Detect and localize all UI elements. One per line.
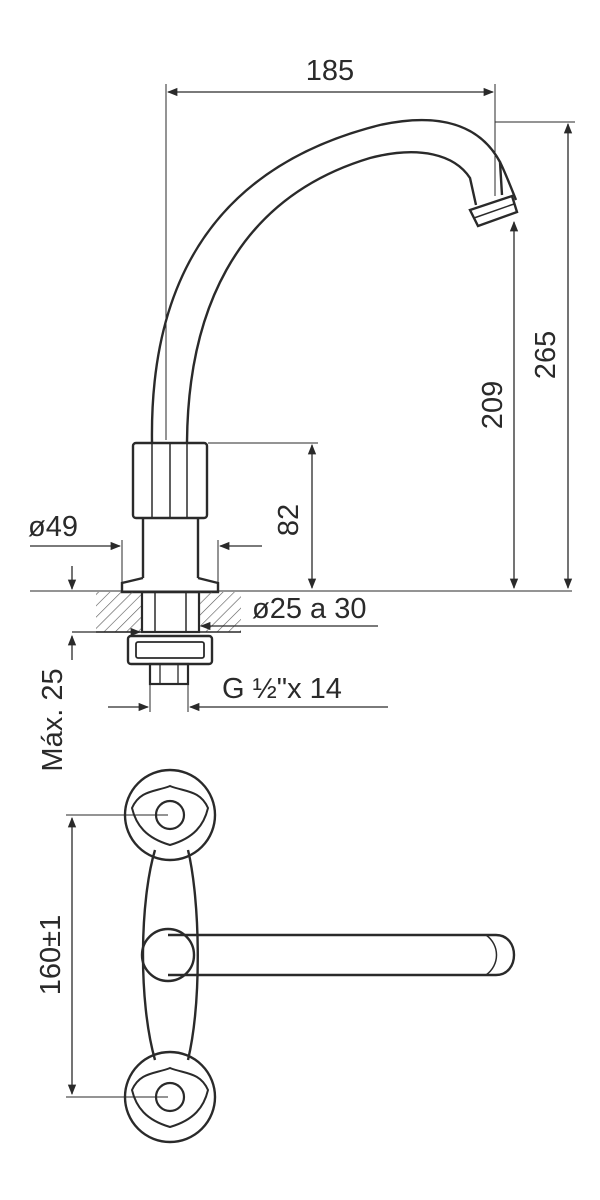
under-nut xyxy=(126,634,214,686)
dim-height-209: 209 xyxy=(477,381,509,429)
stem xyxy=(120,518,220,594)
dim-max-25: Máx. 25 xyxy=(37,668,69,771)
dim-height-82: 82 xyxy=(273,504,305,536)
dim-height-265: 265 xyxy=(530,331,562,379)
dim-hole-range: ø25 a 30 xyxy=(252,593,366,625)
top-view: 160±1 xyxy=(35,768,516,1144)
spout xyxy=(150,118,519,443)
dim-thread: G ½"x 14 xyxy=(222,673,342,705)
body-nut xyxy=(131,441,209,520)
dim-diameter-49: ø49 xyxy=(28,511,78,543)
spout-top-view xyxy=(140,927,516,983)
dim-width-185: 185 xyxy=(306,55,354,87)
aerator-tip xyxy=(468,194,519,228)
dim-spacing: 160±1 xyxy=(35,915,67,995)
